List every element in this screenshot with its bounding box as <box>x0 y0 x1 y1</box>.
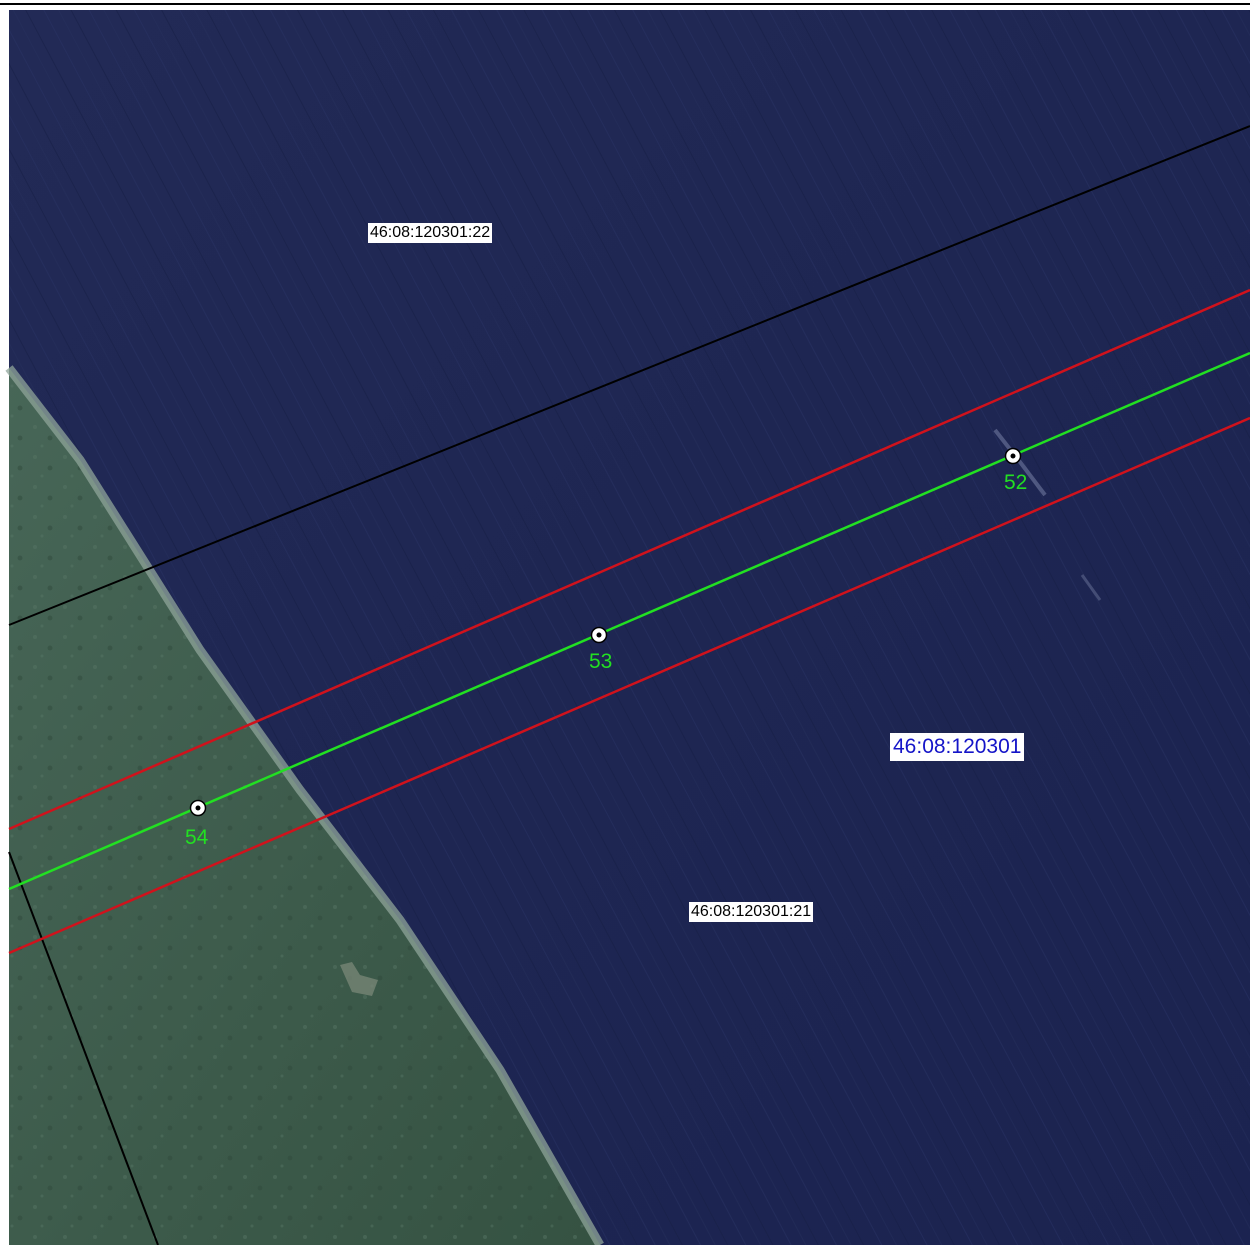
water-ripple <box>1080 574 1102 601</box>
water-ripple <box>993 428 1047 497</box>
point-marker-54[interactable] <box>189 799 207 817</box>
point-label-53: 53 <box>589 650 613 673</box>
point-marker-53[interactable] <box>590 626 608 644</box>
buffer-line-north <box>8 288 1250 831</box>
point-label-54: 54 <box>185 826 209 849</box>
point-marker-52[interactable] <box>1004 447 1022 465</box>
parcel-boundary-line <box>8 125 1250 626</box>
land-patch <box>340 962 378 996</box>
point-label-52: 52 <box>1004 471 1028 494</box>
parcel-label-north: 46:08:120301:22 <box>368 223 493 243</box>
parcel-boundary-line <box>8 851 159 1245</box>
cadastral-quarter-label: 46:08:120301 <box>890 733 1025 761</box>
shoreline <box>5 365 604 1245</box>
axis-line <box>8 351 1250 891</box>
buffer-line-south <box>8 416 1250 955</box>
parcel-label-south: 46:08:120301:21 <box>689 902 814 922</box>
